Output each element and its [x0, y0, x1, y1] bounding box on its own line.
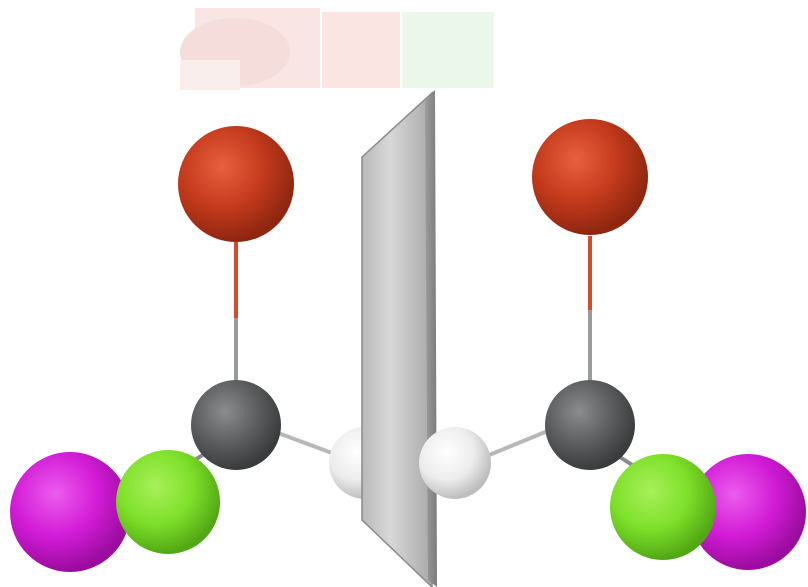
left-atom-green [116, 450, 220, 554]
right-atom-carbon [545, 380, 635, 470]
right-atom-green [610, 454, 716, 560]
right-molecule [419, 119, 806, 570]
right-atom-white [419, 427, 491, 499]
left-atom-carbon [191, 380, 281, 470]
left-atom-magenta [10, 452, 130, 572]
faded-header-graphic [180, 8, 494, 90]
mirror-face [361, 91, 433, 587]
left-molecule [10, 126, 401, 572]
left-bond-mirror [269, 428, 341, 458]
right-atom-red [532, 119, 648, 235]
right-atom-magenta [690, 454, 806, 570]
mirror-plane [361, 90, 437, 587]
left-atom-red [178, 126, 294, 242]
right-bond-mirror [481, 428, 551, 460]
